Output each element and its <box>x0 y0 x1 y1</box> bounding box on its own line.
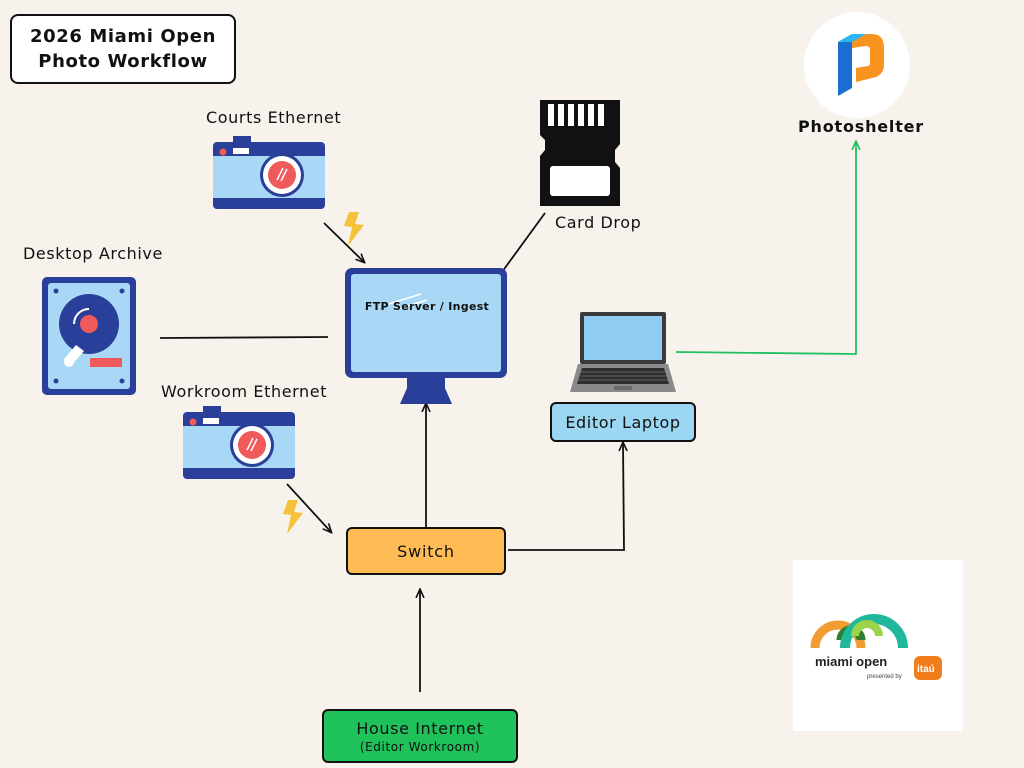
lightning-icon <box>283 500 303 534</box>
camera-icon <box>183 406 295 479</box>
editor-laptop-box: Editor Laptop <box>550 402 696 442</box>
archive-to-ftp-line <box>159 336 329 339</box>
photoshelter-label: Photoshelter <box>798 117 924 136</box>
diagram-title: 2026 Miami Open Photo Workflow <box>10 14 236 84</box>
courts-to-ftp-arrow <box>323 222 364 262</box>
house-internet-sublabel: (Editor Workroom) <box>359 739 481 754</box>
hard-drive-icon <box>42 277 136 395</box>
sponsor-text: itaú <box>917 664 935 675</box>
house-internet-box: House Internet (Editor Workroom) <box>322 709 518 763</box>
title-line-1: 2026 Miami Open <box>30 26 216 47</box>
house-internet-label: House Internet <box>356 718 484 738</box>
title-line-2: Photo Workflow <box>38 51 208 72</box>
courts-ethernet-label: Courts Ethernet <box>206 108 342 127</box>
workroom-to-switch-arrow <box>286 483 331 532</box>
miami-open-logo: miami open presented by itaú <box>793 560 963 731</box>
monitor-icon <box>345 268 507 404</box>
miami-open-wordmark: miami open <box>815 654 887 669</box>
switch-box: Switch <box>346 527 506 575</box>
switch-label: Switch <box>397 541 455 561</box>
laptop-icon <box>570 312 676 392</box>
lightning-icon <box>344 212 364 246</box>
card-drop-label: Card Drop <box>555 213 642 232</box>
workroom-ethernet-label: Workroom Ethernet <box>161 382 328 401</box>
photoshelter-mark-icon <box>838 34 884 96</box>
laptop-to-photoshelter-arrow <box>675 142 856 355</box>
sd-card-icon <box>540 100 620 206</box>
camera-icon <box>213 136 325 209</box>
ftp-server-label: FTP Server / Ingest <box>364 300 490 313</box>
editor-laptop-label: Editor Laptop <box>565 412 681 432</box>
photoshelter-logo <box>804 12 910 118</box>
carddrop-to-ftp-line <box>501 212 546 273</box>
switch-to-editor-arrow <box>508 443 624 551</box>
presented-by-text: presented by <box>867 674 902 680</box>
miami-open-arc-icon: miami open presented by itaú <box>810 614 942 680</box>
desktop-archive-label: Desktop Archive <box>23 244 163 263</box>
